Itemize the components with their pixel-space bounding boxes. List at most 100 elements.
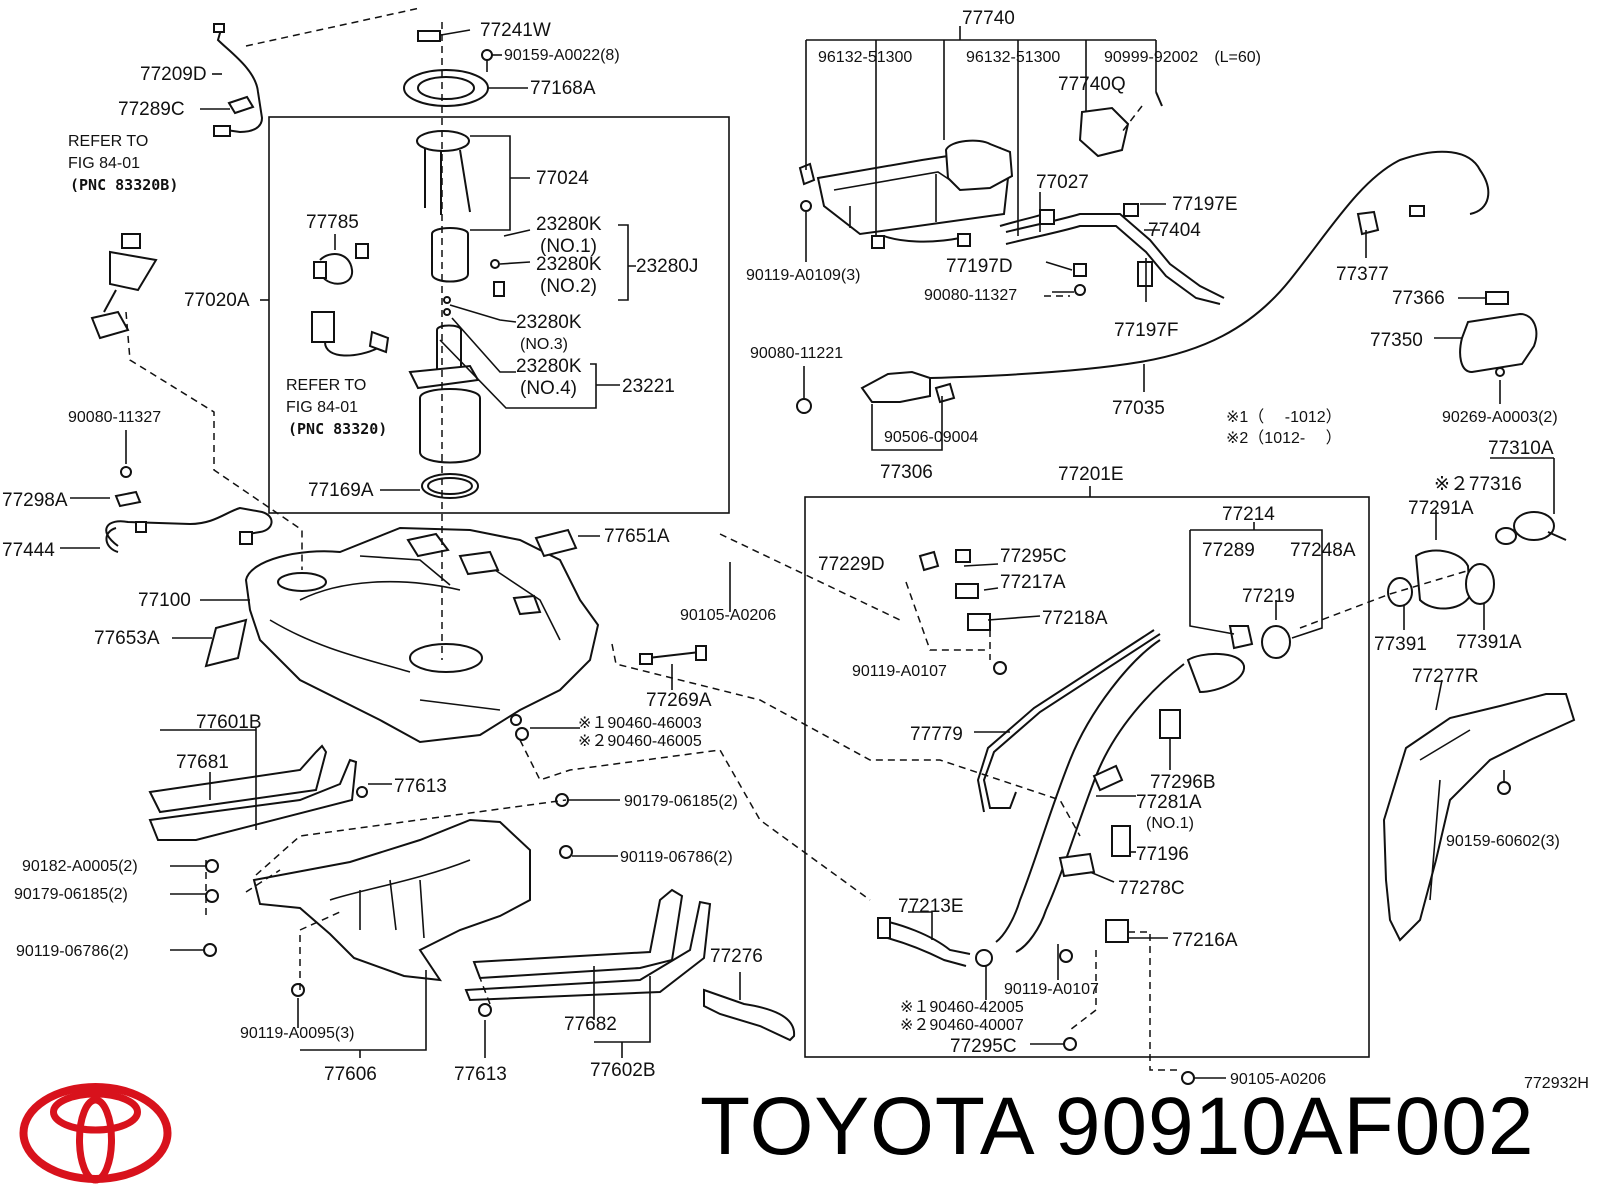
refer-note-2-line2: FIG 84-01: [286, 399, 358, 416]
label-77740Q: 77740Q: [1058, 74, 1126, 95]
label-90269-A0003: 90269-A0003(2): [1442, 409, 1558, 426]
label-90460-40007: ※２90460-40007: [900, 1017, 1024, 1034]
label-77024: 77024: [536, 168, 589, 189]
hose-77444: [105, 466, 273, 553]
label-90182-A0005: 90182-A0005(2): [22, 858, 138, 875]
label-23280K-1: 23280K: [536, 214, 602, 235]
label-90159-A0022: 90159-A0022(8): [504, 47, 620, 64]
label-77197E: 77197E: [1172, 194, 1238, 215]
refer-note-2-line1: REFER TO: [286, 377, 366, 394]
label-77277R: 77277R: [1412, 666, 1479, 687]
label-77785: 77785: [306, 212, 359, 233]
label-77278C: 77278C: [1118, 878, 1185, 899]
legend-note-1: ※1（ -1012）: [1226, 408, 1342, 426]
label-90460-46005: ※２90460-46005: [578, 733, 702, 750]
label-77291A: 77291A: [1408, 498, 1474, 519]
toyota-logo: [19, 1083, 172, 1184]
band-77601B: [148, 744, 368, 841]
label-23280K-3: 23280K: [516, 312, 582, 333]
label-77100: 77100: [138, 590, 191, 611]
label-77209D: 77209D: [140, 64, 207, 85]
label-77310A: 77310A: [1488, 438, 1554, 459]
label-90080-11327-right: 90080-11327: [924, 287, 1017, 304]
label-77229D: 77229D: [818, 554, 885, 575]
label-90119-06786-left: 90119-06786(2): [16, 943, 129, 960]
label-77296B: 77296B: [1150, 772, 1216, 793]
label-90119-A0107-top: 90119-A0107: [852, 663, 947, 680]
label-77391A: 77391A: [1456, 632, 1522, 653]
label-23280K-2: 23280K: [536, 254, 602, 275]
label-90119-06786-right: 90119-06786(2): [620, 849, 733, 866]
label-77196: 77196: [1136, 844, 1189, 865]
label-77295C-top: 77295C: [1000, 546, 1067, 567]
pump-assembly-box: [268, 116, 730, 514]
fuel-cap: [1387, 511, 1567, 610]
label-77276: 77276: [710, 946, 763, 967]
label-90179-06185-left: 90179-06185(2): [14, 886, 128, 903]
label-90179-06185-right: 90179-06185(2): [624, 793, 738, 810]
figure-code: 772932H: [1524, 1075, 1589, 1092]
label-77289: 77289: [1202, 540, 1255, 561]
label-23280K-4: 23280K: [516, 356, 582, 377]
label-77201E: 77201E: [1058, 464, 1124, 485]
label-77444: 77444: [2, 540, 55, 561]
label-90080-11327-left: 90080-11327: [68, 409, 161, 426]
label-90460-42005: ※１90460-42005: [900, 999, 1024, 1016]
label-77681: 77681: [176, 752, 229, 773]
band-77682: [464, 888, 712, 1017]
label-77169A: 77169A: [308, 480, 374, 501]
leader-lines: [60, 26, 1555, 1079]
label-90506-09004: 90506-09004: [884, 429, 978, 446]
label-77606: 77606: [324, 1064, 377, 1085]
label-no1: (NO.1): [540, 236, 597, 257]
label-90119-A0095: 90119-A0095(3): [240, 1025, 354, 1042]
label-77779: 77779: [910, 724, 963, 745]
protector-77606: [203, 793, 573, 997]
refer-note-1-line3: (PNC 83320B): [70, 176, 178, 194]
label-77306: 77306: [880, 462, 933, 483]
label-77391: 77391: [1374, 634, 1427, 655]
label-77027: 77027: [1036, 172, 1089, 193]
label-77316: ※２77316: [1434, 474, 1522, 495]
footer-brand-part-number: TOYOTA 90910AF002: [700, 1081, 1535, 1172]
label-77613-lower: 77613: [454, 1064, 507, 1085]
label-77404: 77404: [1148, 220, 1201, 241]
hose-77276: [703, 988, 796, 1042]
label-23280J: 23280J: [636, 256, 698, 277]
strap-77269A: [510, 645, 707, 741]
label-77295C-bottom: 77295C: [950, 1036, 1017, 1057]
label-77269A: 77269A: [646, 690, 712, 711]
opener-cable-77035: [796, 150, 1490, 414]
label-77377: 77377: [1336, 264, 1389, 285]
label-96132-51300-b: 96132-51300: [966, 49, 1060, 66]
protector-77277R: [1382, 693, 1576, 942]
label-77281A-no1: (NO.1): [1146, 815, 1194, 832]
label-96132-51300-a: 96132-51300: [818, 49, 912, 66]
label-77035: 77035: [1112, 398, 1165, 419]
label-90119-A0107-bottom: 90119-A0107: [1004, 981, 1099, 998]
label-77366: 77366: [1392, 288, 1445, 309]
label-77601B: 77601B: [196, 712, 262, 733]
label-77213E: 77213E: [898, 896, 964, 917]
fuel-tank-77100: [204, 526, 600, 744]
label-77197D: 77197D: [946, 256, 1013, 277]
refer-note-2-line3: (PNC 83320): [288, 420, 387, 438]
label-no3: (NO.3): [520, 336, 568, 353]
label-77682: 77682: [564, 1014, 617, 1035]
label-77216A: 77216A: [1172, 930, 1238, 951]
dashed-relations: [125, 7, 1471, 1071]
fuel-lid-parts: [1356, 210, 1538, 377]
label-90105-A0206-top: 90105-A0206: [680, 607, 776, 624]
label-90105-A0206-bottom: 90105-A0206: [1230, 1071, 1326, 1088]
label-90080-11221: 90080-11221: [750, 345, 843, 362]
label-77020A: 77020A: [184, 290, 250, 311]
filler-assembly-box: [804, 496, 1370, 1058]
label-77168A: 77168A: [530, 78, 596, 99]
label-77217A: 77217A: [1000, 572, 1066, 593]
label-90119-A0109: 90119-A0109(3): [746, 267, 860, 284]
label-77241W: 77241W: [480, 20, 551, 41]
refer-note-1-line1: REFER TO: [68, 133, 148, 150]
label-90999-92002: 90999-92002 (L=60): [1104, 49, 1261, 66]
label-77214: 77214: [1222, 504, 1275, 525]
